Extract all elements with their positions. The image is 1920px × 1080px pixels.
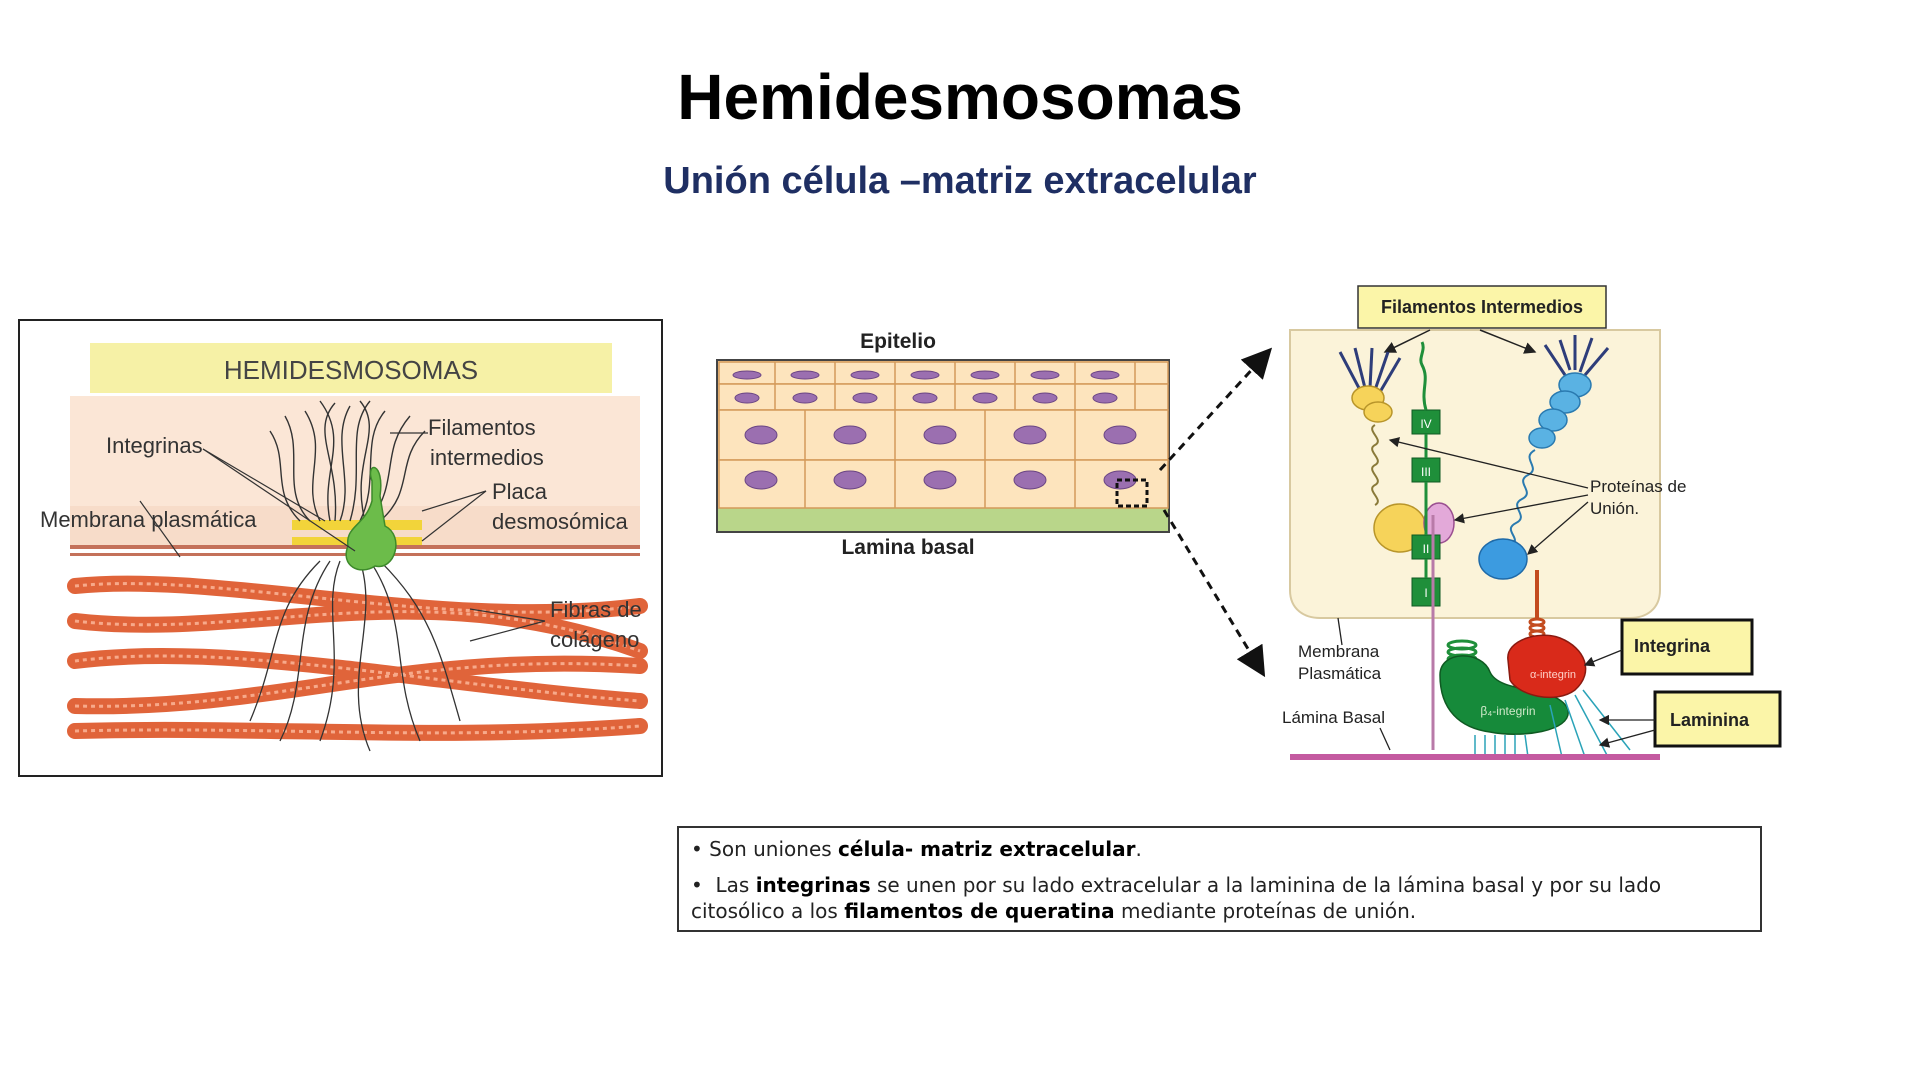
svg-text:IV: IV: [1420, 417, 1431, 431]
label-epitelio: Epitelio: [860, 330, 936, 353]
banner-background: [90, 343, 612, 393]
label-membrana-plasmatica: Membrana plasmática: [40, 507, 257, 532]
label-lamina-basal-right: Lámina Basal: [1282, 708, 1385, 727]
page-title: Hemidesmosomas: [677, 61, 1243, 133]
svg-text:α-integrin: α-integrin: [1530, 669, 1576, 681]
zoom-arrows: [1158, 347, 1273, 678]
label-placa: Placa: [492, 479, 548, 504]
label-filamentos-intermedios: Filamentos Intermedios: [1381, 297, 1583, 317]
epithelium-illustration: Epitelio: [705, 320, 1185, 570]
label-integrina: Integrina: [1634, 636, 1711, 656]
svg-text:II: II: [1423, 542, 1430, 556]
label-proteinas: Proteínas de: [1590, 477, 1686, 496]
alpha-integrin-shape: [1507, 634, 1587, 699]
label-lamina-basal: Lamina basal: [841, 536, 974, 559]
integrin-shape: [345, 466, 397, 571]
zoom-region-box: [1115, 478, 1149, 508]
label-laminina: Laminina: [1670, 710, 1750, 730]
label-colageno: colágeno: [550, 627, 639, 652]
svg-text:I: I: [1424, 586, 1427, 600]
note-bullet-2: • Las integrinas se unen por su lado ext…: [691, 873, 1662, 923]
intermediate-filaments: [269, 400, 426, 522]
note-bullet-1: • Son uniones célula- matriz extracelula…: [691, 837, 1142, 861]
label-union: Unión.: [1590, 499, 1639, 518]
basal-lamina-strip: [718, 508, 1168, 531]
page-subtitle: Unión célula –matriz extracelular: [663, 160, 1257, 202]
banner-title: HEMIDESMOSOMAS: [224, 355, 478, 385]
label-desmosomica: desmosómica: [492, 509, 628, 534]
hemidesmosome-illustration: HEMIDESMOSOMAS: [18, 319, 663, 777]
label-plasmatica: Plasmática: [1298, 664, 1382, 683]
svg-text:III: III: [1421, 465, 1431, 479]
label-membrana: Membrana: [1298, 642, 1380, 661]
cell-cytoplasm: [1289, 329, 1661, 619]
label-integrinas: Integrinas: [106, 433, 203, 458]
hemidesmosome-molecular-illustration: Filamentos Intermedios: [1250, 280, 1810, 760]
basal-lamina-line: [1290, 754, 1660, 760]
svg-text:β₄-integrin: β₄-integrin: [1480, 704, 1535, 718]
label-filamentos: Filamentos: [428, 415, 536, 440]
label-fibras: Fibras de: [550, 597, 642, 622]
notes-box: • Son uniones célula- matriz extracelula…: [677, 826, 1762, 932]
label-intermedios: intermedios: [430, 445, 544, 470]
